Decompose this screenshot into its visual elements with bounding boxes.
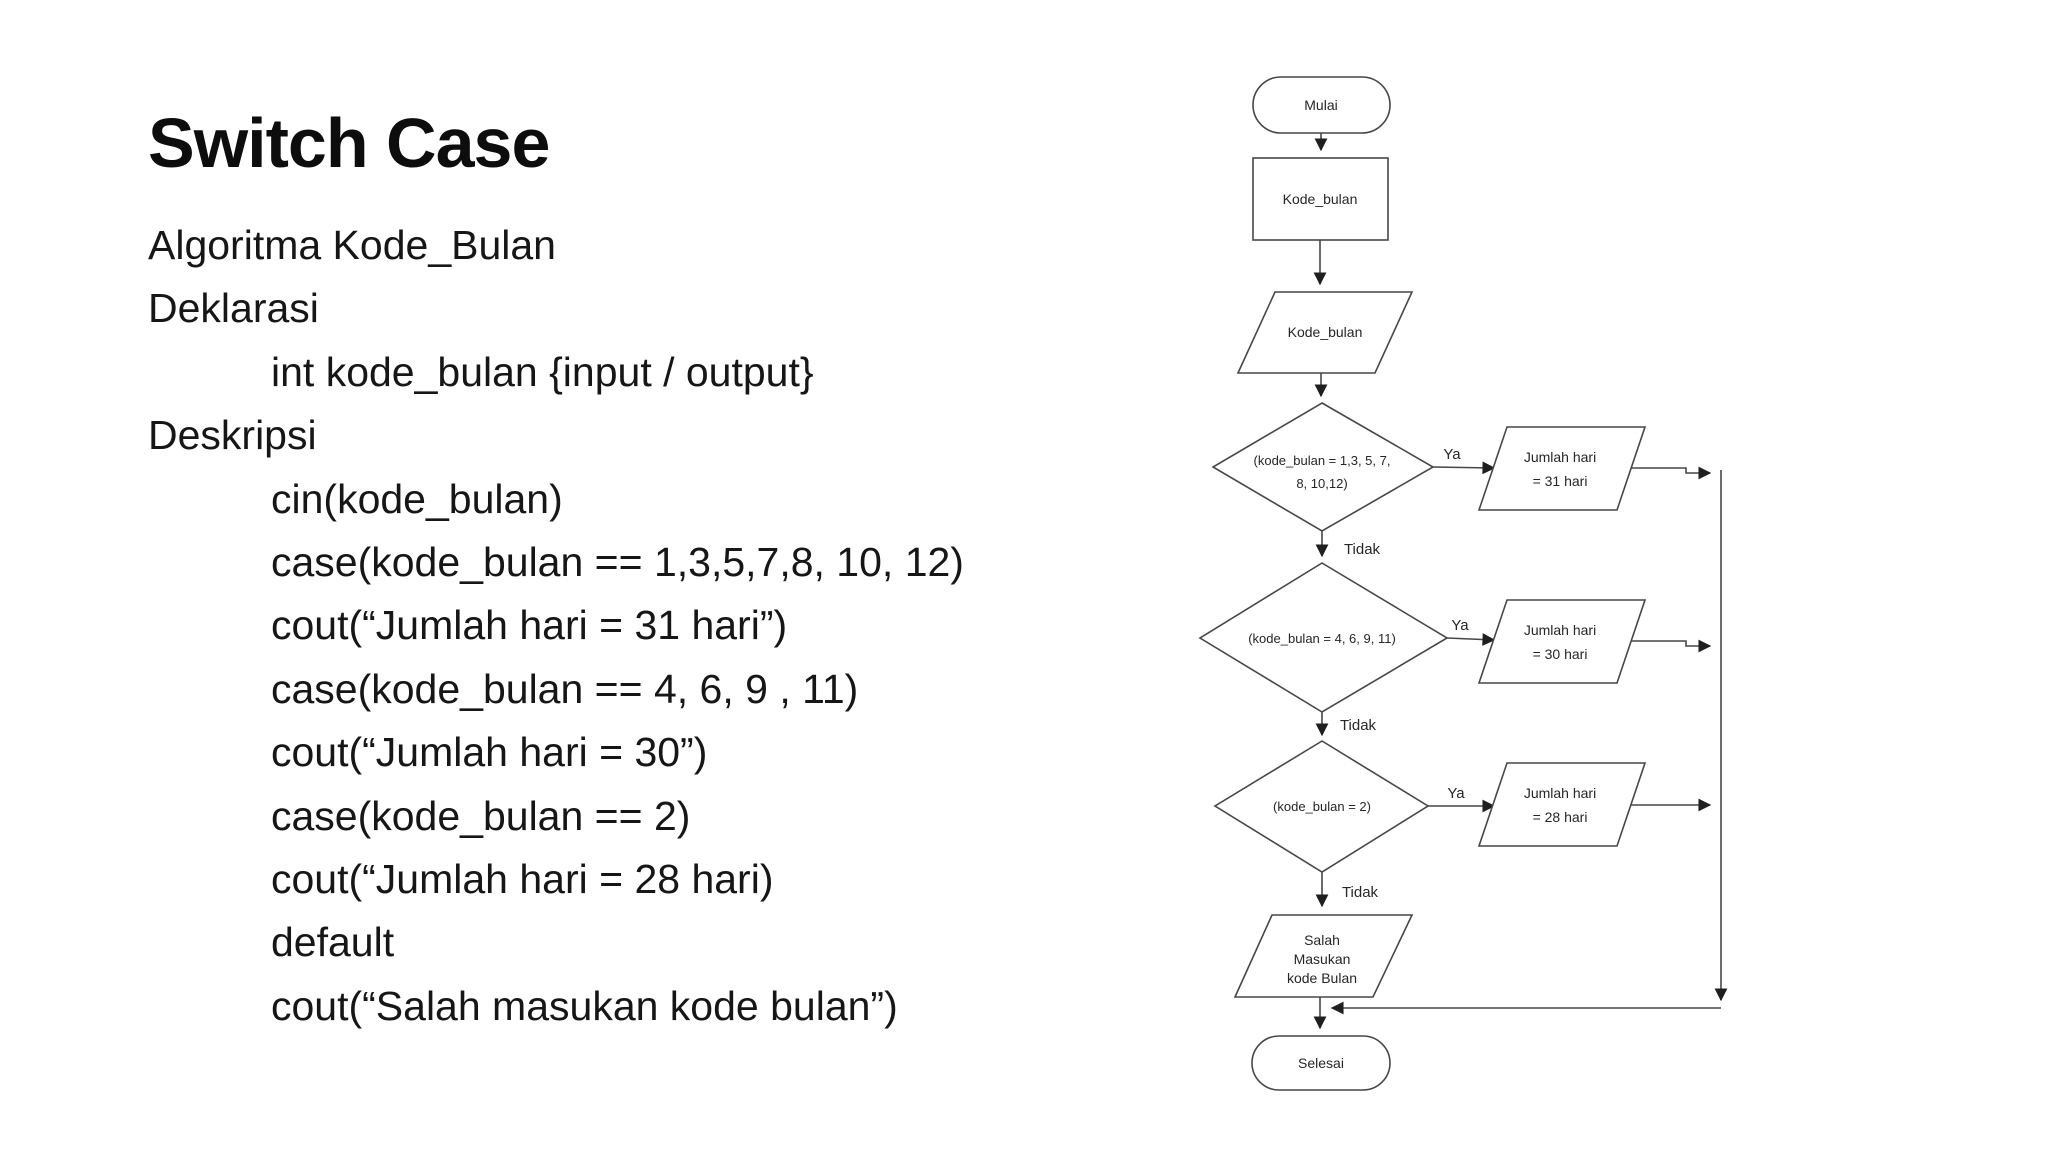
algorithm-line: int kode_bulan {input / output}	[271, 348, 814, 395]
decision3-yes-label: Ya	[1447, 785, 1465, 802]
algorithm-line: case(kode_bulan == 2)	[271, 792, 691, 839]
decision2-yes-label: Ya	[1451, 617, 1469, 634]
decision1-text-line1: (kode_bulan = 1,3, 5, 7,	[1254, 453, 1391, 468]
algorithm-line: cout(“Jumlah hari = 31 hari”)	[271, 602, 788, 649]
decision1-yes-label: Ya	[1443, 446, 1461, 463]
decision1-no-label: Tidak	[1344, 541, 1381, 558]
algorithm-text: Algoritma Kode_Bulan Deklarasi int kode_…	[148, 214, 964, 1038]
output-31-line2: = 31 hari	[1533, 473, 1588, 489]
algorithm-line: default	[271, 919, 395, 966]
algorithm-line: Deklarasi	[148, 285, 319, 332]
output-31-line1: Jumlah hari	[1524, 449, 1596, 465]
edge-output31-to-collector	[1631, 466, 1712, 480]
algorithm-line: cin(kode_bulan)	[271, 475, 563, 522]
output-30-parallelogram	[1477, 599, 1647, 684]
output-30-line1: Jumlah hari	[1524, 622, 1596, 638]
input-label: Kode_bulan	[1288, 324, 1363, 340]
algorithm-line: case(kode_bulan == 4, 6, 9 , 11)	[271, 665, 859, 712]
end-terminator	[1251, 1035, 1391, 1091]
edge-output30-to-collector	[1631, 639, 1712, 653]
output-31-parallelogram	[1477, 426, 1647, 511]
flowchart: Mulai Kode_bulan Kode_bulan (kode_bulan …	[1198, 76, 1728, 1091]
error-output-parallelogram	[1233, 914, 1414, 998]
algorithm-line: cout(“Jumlah hari = 28 hari)	[271, 855, 774, 902]
output-30-line2: = 30 hari	[1533, 646, 1588, 662]
input-parallelogram	[1236, 291, 1414, 374]
output-28-line1: Jumlah hari	[1524, 785, 1596, 801]
edge-decision2-yes	[1446, 633, 1496, 646]
algorithm-line: Algoritma Kode_Bulan	[148, 222, 556, 268]
end-label: Selesai	[1298, 1055, 1344, 1071]
output-28-line2: = 28 hari	[1533, 809, 1588, 825]
start-label: Mulai	[1304, 97, 1337, 113]
page-title: Switch Case	[148, 103, 550, 182]
error-output-line1: Salah	[1304, 932, 1340, 948]
algorithm-line: case(kode_bulan == 1,3,5,7,8, 10, 12)	[271, 538, 964, 585]
output-28-parallelogram	[1477, 762, 1647, 847]
error-output-line2: Masukan	[1294, 951, 1351, 967]
decision3-no-label: Tidak	[1342, 884, 1379, 901]
edge-decision1-yes	[1432, 461, 1496, 475]
algorithm-line: cout(“Salah masukan kode bulan”)	[271, 982, 898, 1029]
process-box	[1252, 157, 1389, 241]
decision2-no-label: Tidak	[1340, 717, 1377, 734]
process-label: Kode_bulan	[1283, 191, 1358, 207]
algorithm-line: Deskripsi	[148, 412, 317, 459]
error-output-line3: kode Bulan	[1287, 970, 1357, 986]
decision1-text-line2: 8, 10,12)	[1296, 476, 1347, 491]
algorithm-line: cout(“Jumlah hari = 30”)	[271, 729, 708, 776]
decision3-text: (kode_bulan = 2)	[1273, 799, 1371, 814]
decision2-text: (kode_bulan = 4, 6, 9, 11)	[1248, 631, 1396, 646]
